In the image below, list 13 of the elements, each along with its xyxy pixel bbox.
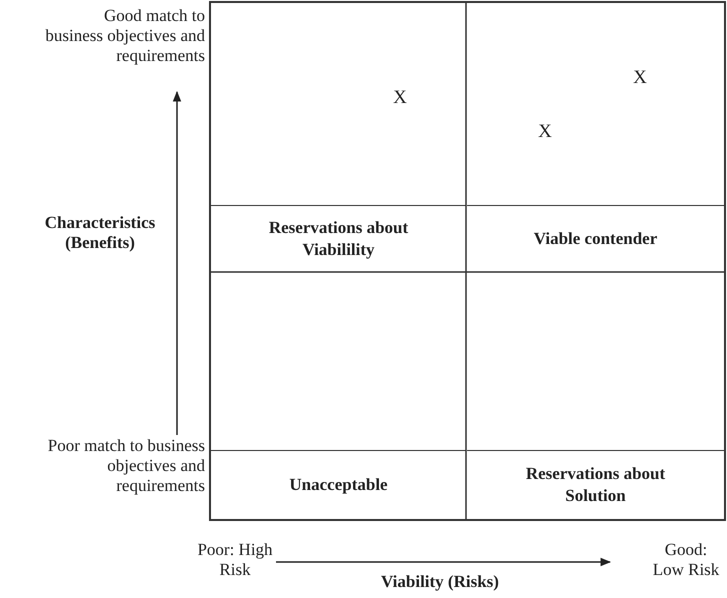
x-mark: X (538, 122, 552, 142)
axis-title: Viability (Risks) (381, 572, 499, 592)
quadrant-label: Reservations about Viabilility (268, 216, 410, 260)
axis-end-label: Good match to business objectives and requirements (45, 6, 205, 66)
quadrant-label: Unacceptable (289, 474, 388, 496)
axis-end-label: Poor match to business objectives and requirements (46, 436, 205, 496)
quadrant-label: Viable contender (534, 228, 658, 250)
axis-end-label: Good: Low Risk (652, 540, 720, 580)
axis-title: Characteristics (Benefits) (44, 213, 156, 253)
x-mark: X (393, 88, 407, 108)
axis-end-label: Poor: High Risk (196, 540, 274, 580)
quadrant-label: Reservations about Solution (524, 463, 666, 507)
x-mark: X (633, 68, 647, 88)
